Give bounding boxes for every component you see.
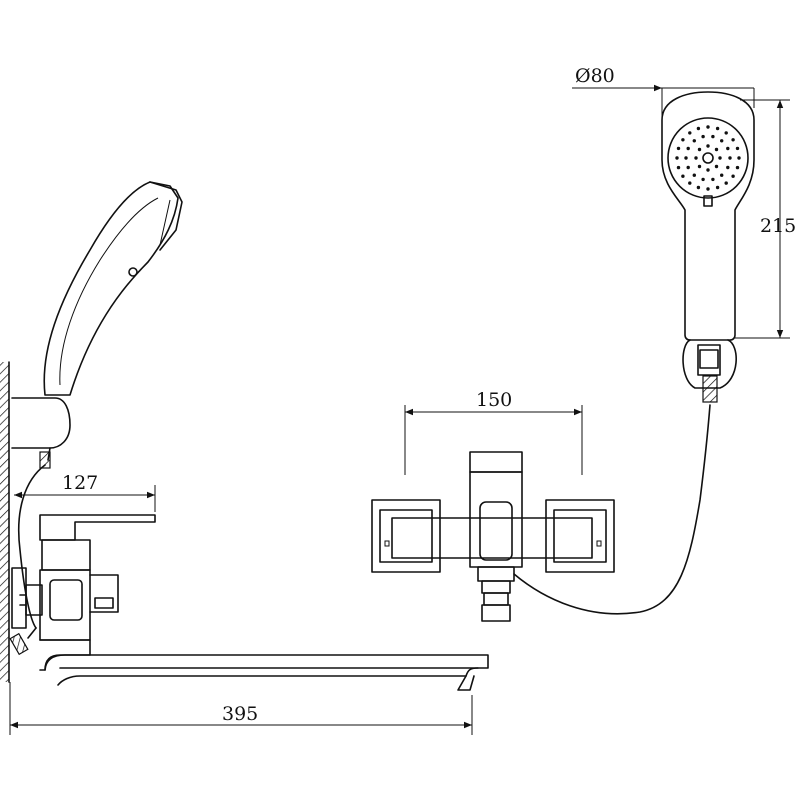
- dim-handshower-length: 215: [735, 99, 796, 339]
- spray-nozzle: [735, 165, 740, 170]
- spray-nozzle: [706, 168, 710, 172]
- front-left-flange: [371, 499, 441, 573]
- spray-nozzle: [726, 146, 730, 151]
- spray-nozzle: [720, 173, 724, 177]
- spray-nozzle: [728, 156, 732, 160]
- spray-nozzle: [735, 146, 740, 151]
- front-cross-bar: [391, 517, 593, 559]
- spray-nozzle: [731, 174, 735, 178]
- spray-face: [667, 117, 749, 199]
- spray-nozzle: [737, 156, 741, 160]
- front-mixer-body: [469, 451, 523, 622]
- spray-nozzle: [692, 173, 696, 177]
- spray-nozzle: [731, 138, 735, 142]
- spray-nozzle: [684, 156, 688, 160]
- handshower-holder: [682, 339, 737, 403]
- handshower-outline: [661, 91, 755, 341]
- handshower-front-view: Ø80 215: [572, 65, 796, 403]
- spray-nozzle: [718, 156, 722, 160]
- spray-nozzle: [697, 164, 702, 169]
- dim-handshower-length-label: 215: [760, 215, 796, 237]
- spray-nozzle: [711, 134, 715, 139]
- dim-center-distance-label: 150: [476, 389, 512, 411]
- spray-nozzle: [681, 174, 685, 178]
- spray-nozzle: [696, 185, 701, 190]
- handshower-button: [703, 195, 713, 207]
- spray-nozzle: [686, 146, 690, 151]
- spray-nozzle: [692, 139, 696, 143]
- spray-nozzle: [706, 144, 710, 148]
- dim-spout-length-label: 395: [222, 703, 258, 725]
- side-handshower: [11, 181, 183, 469]
- spray-nozzle: [715, 185, 720, 190]
- dim-head-diameter: Ø80: [572, 65, 755, 120]
- spray-nozzle: [686, 165, 690, 170]
- dim-arm-reach: 127: [14, 472, 156, 512]
- spray-nozzle: [688, 181, 692, 185]
- spray-nozzle: [726, 165, 730, 170]
- spray-nozzle: [715, 126, 720, 131]
- spray-nozzle: [688, 131, 692, 135]
- spray-nozzle: [696, 126, 701, 131]
- spray-nozzle: [681, 138, 685, 142]
- spray-nozzle: [720, 139, 724, 143]
- spray-nozzle: [676, 146, 681, 151]
- spray-nozzle: [701, 134, 705, 139]
- dim-spout-length: 395: [9, 682, 473, 735]
- dim-head-diameter-label: Ø80: [575, 65, 615, 87]
- wall: [0, 361, 10, 683]
- spray-nozzle: [701, 177, 705, 182]
- side-spout: [44, 654, 489, 691]
- spray-nozzles: [675, 125, 741, 191]
- spray-nozzle: [697, 147, 702, 152]
- spray-nozzle: [724, 131, 728, 135]
- side-mixer-body: [9, 514, 156, 671]
- dim-arm-reach-label: 127: [62, 472, 98, 494]
- front-view: 150: [371, 389, 711, 622]
- spray-nozzle: [706, 187, 710, 191]
- side-hose: [17, 464, 46, 629]
- spray-nozzle: [724, 181, 728, 185]
- front-hose: [513, 404, 711, 615]
- spray-nozzle: [706, 125, 710, 129]
- dim-center-distance: 150: [404, 389, 583, 475]
- spray-nozzle: [714, 164, 719, 169]
- spray-nozzle: [714, 147, 719, 152]
- spray-nozzle: [694, 156, 698, 160]
- front-right-flange: [545, 499, 615, 573]
- spray-nozzle: [676, 165, 681, 170]
- side-view: 127 395: [0, 181, 489, 735]
- spray-nozzle: [675, 156, 679, 160]
- spray-nozzle: [711, 177, 715, 182]
